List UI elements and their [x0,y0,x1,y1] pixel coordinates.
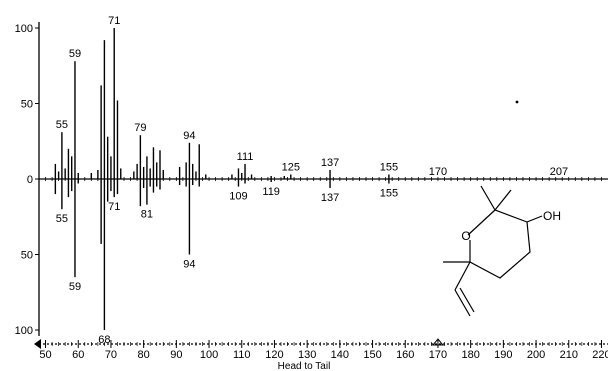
gem-methyl-bond-1 [480,185,496,211]
head-peak-label: 79 [134,122,146,134]
tail-spectrum-peaks [54,179,390,330]
gem-methyl-bond-2 [494,189,512,211]
y-tick-label: 100 [15,325,33,337]
tail-peak-label: 137 [321,192,339,204]
x-tick-label: 160 [396,349,414,361]
tail-peak-label: 155 [380,188,398,200]
x-tick-label: 170 [429,349,447,361]
hydroxyl-label: OH [543,209,561,223]
x-tick-label: 150 [363,349,381,361]
head-peak-label: 207 [550,166,568,178]
tail-peak-label: 71 [108,201,120,213]
x-tick-label: 100 [200,349,218,361]
head-peak-label: 155 [380,161,398,173]
head-spectrum-peaks [54,28,390,179]
hydroxyl-bond [526,215,543,223]
x-axis-label: Head to Tail [278,361,331,371]
ring-oxygen-label: O [461,229,470,243]
stray-dot [515,100,519,104]
y-tick-label: 50 [21,250,33,262]
y-tick-label: 100 [15,23,33,35]
head-peak-label: 71 [108,15,120,27]
vinyl-double-bond-a [454,289,471,317]
vinyl-bond [454,261,471,291]
tail-peak-label: 81 [141,209,153,221]
x-tick-label: 210 [560,349,578,361]
head-peak-label: 59 [69,48,81,60]
head-peak-label: 111 [237,151,254,163]
tail-peak-label: 119 [262,186,280,198]
head-peak-label: 137 [321,157,339,169]
peak-labels: 55 59 71 79 94 111 125 137 155 170 207 55 59 68 71 81 94… [56,15,568,346]
tail-peak-label: 68 [98,334,110,346]
axes: 100 50 0 50 100 50 60 70 80 90 100 110 120 130 140 150 1… [15,22,608,361]
structure-bonds [467,209,531,279]
x-tick-label: 50 [39,349,51,361]
x-tick-label: 200 [527,349,545,361]
x-tick-label: 70 [105,349,117,361]
x-ruler-cursor-marker [431,338,445,346]
tail-peak-label: 55 [56,213,68,225]
y-tick-label: 0 [27,174,33,186]
x-tick-label: 120 [265,349,283,361]
y-tick-label: 50 [21,99,33,111]
tail-peak-label: 94 [183,259,195,271]
tail-peak-label: 109 [229,191,247,203]
head-peak-label: 55 [56,119,68,131]
x-ruler-left-marker [34,339,41,349]
x-tick-label: 180 [461,349,479,361]
molecule-structure: O OH [443,185,561,317]
x-tick-label: 140 [331,349,349,361]
x-tick-label: 80 [138,349,150,361]
head-peak-label: 170 [429,166,447,178]
vinyl-double-bond-b [459,287,475,313]
x-tick-label: 90 [170,349,182,361]
x-tick-label: 60 [72,349,84,361]
x-tick-label: 130 [298,349,316,361]
tail-peak-label: 59 [69,281,81,293]
x-tick-label: 220 [592,349,608,361]
head-peak-label: 94 [183,130,195,142]
x-tick-label: 110 [233,349,251,361]
head-peak-label: 125 [282,161,300,173]
x-tick-label: 190 [494,349,512,361]
